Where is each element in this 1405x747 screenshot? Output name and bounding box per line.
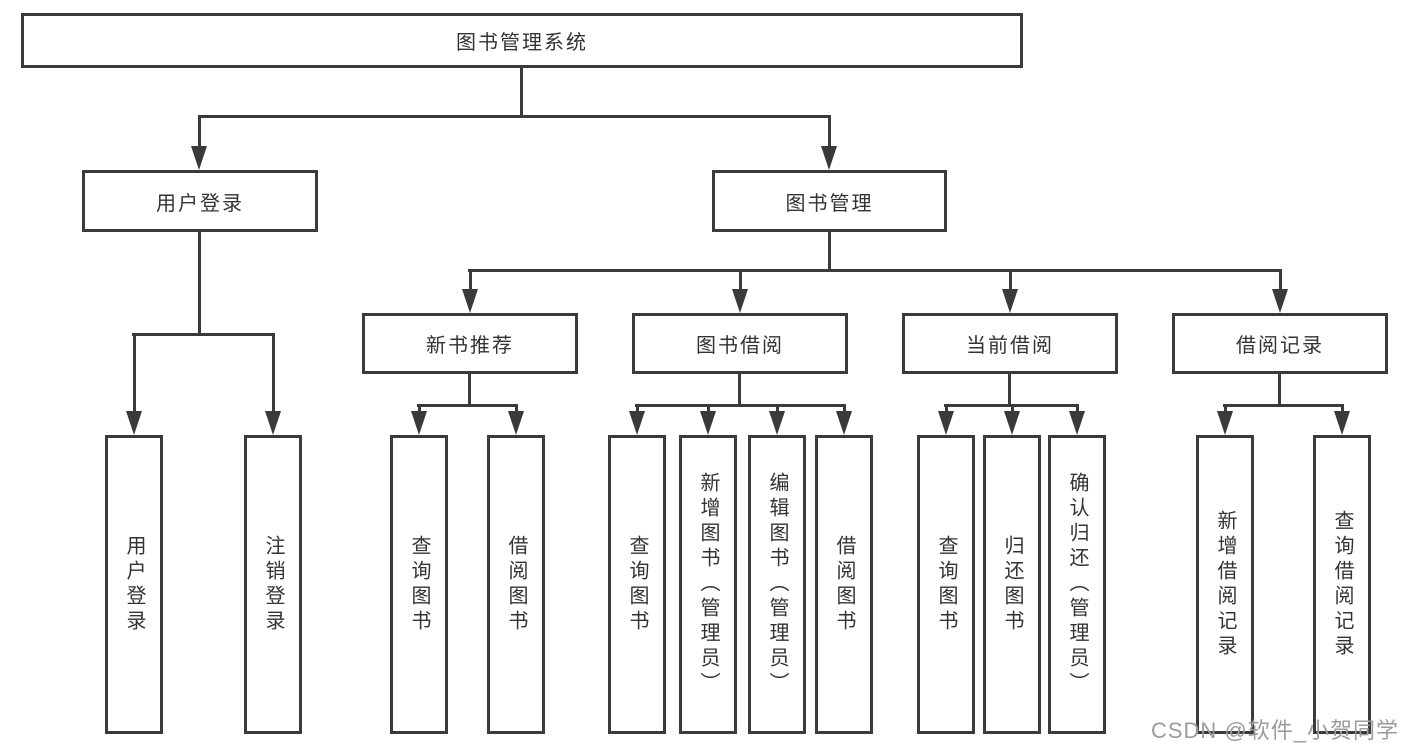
arrow-down-icon <box>836 406 853 435</box>
leaf-add-borrow-record: 新增借阅记录 <box>1196 435 1254 734</box>
connector-line <box>635 404 846 407</box>
leaf-query-borrow-record: 查询借阅记录 <box>1313 435 1371 734</box>
arrow-down-icon <box>191 117 208 170</box>
leaf-add-book-admin: 新增图书（管理员） <box>679 435 737 734</box>
node-user-login-label: 用户登录 <box>156 192 244 215</box>
arrow-down-icon <box>1272 271 1289 313</box>
arrow-down-icon <box>629 406 646 435</box>
leaf-edit-book-admin: 编辑图书（管理员） <box>748 435 806 734</box>
node-root: 图书管理系统 <box>21 13 1023 68</box>
leaf-label: 查询借阅记录 <box>1331 509 1353 660</box>
connector-line <box>1223 404 1344 407</box>
arrow-down-icon <box>1069 406 1086 435</box>
leaf-label: 借阅图书 <box>833 534 855 635</box>
watermark: CSDN @软件_小贺同学 <box>1150 718 1399 743</box>
connector-line <box>198 232 201 335</box>
leaf-return-books: 归还图书 <box>983 435 1041 734</box>
leaf-label: 新增图书（管理员） <box>697 472 719 697</box>
leaf-user-login: 用户登录 <box>105 435 163 734</box>
arrow-down-icon <box>1334 406 1351 435</box>
node-new-book-recommend: 新书推荐 <box>362 313 578 374</box>
arrow-down-icon <box>462 271 479 313</box>
leaf-label: 注销登录 <box>262 534 284 635</box>
leaf-label: 编辑图书（管理员） <box>766 472 788 697</box>
connector-line <box>468 269 1282 272</box>
connector-line <box>132 333 275 336</box>
node-user-login: 用户登录 <box>82 170 318 232</box>
arrow-down-icon <box>265 335 282 435</box>
leaf-query-books-recommend: 查询图书 <box>390 435 448 734</box>
node-book-borrow: 图书借阅 <box>632 313 848 374</box>
connector-line <box>468 374 471 406</box>
arrow-down-icon <box>938 406 955 435</box>
arrow-down-icon <box>821 117 838 170</box>
node-current-borrow: 当前借阅 <box>902 313 1118 374</box>
node-book-borrow-label: 图书借阅 <box>696 335 784 357</box>
connector-line <box>1008 374 1011 406</box>
arrow-down-icon <box>126 335 143 435</box>
node-book-management: 图书管理 <box>712 170 947 232</box>
connector-line <box>828 232 831 271</box>
arrow-down-icon <box>732 271 749 313</box>
arrow-down-icon <box>411 406 428 435</box>
arrow-down-icon <box>1217 406 1234 435</box>
connector-line <box>1278 374 1281 406</box>
arrow-down-icon <box>769 406 786 435</box>
leaf-query-books-borrow: 查询图书 <box>608 435 666 734</box>
leaf-query-books-current: 查询图书 <box>917 435 975 734</box>
leaf-label: 查询图书 <box>626 534 648 635</box>
leaf-label: 用户登录 <box>123 534 145 635</box>
leaf-label: 查询图书 <box>935 534 957 635</box>
arrow-down-icon <box>1004 406 1021 435</box>
connector-line <box>520 68 523 117</box>
leaf-label: 归还图书 <box>1001 534 1023 635</box>
leaf-label: 确认归还（管理员） <box>1066 472 1088 697</box>
node-root-label: 图书管理系统 <box>456 32 588 54</box>
leaf-borrow-books: 借阅图书 <box>815 435 873 734</box>
connector-line <box>198 115 831 118</box>
connector-line <box>738 374 741 406</box>
node-borrow-records-label: 借阅记录 <box>1236 335 1324 357</box>
leaf-logout: 注销登录 <box>244 435 302 734</box>
connector-line <box>417 404 518 407</box>
arrow-down-icon <box>700 406 717 435</box>
arrow-down-icon <box>508 406 525 435</box>
node-borrow-records: 借阅记录 <box>1172 313 1388 374</box>
leaf-label: 新增借阅记录 <box>1214 509 1236 660</box>
node-new-book-recommend-label: 新书推荐 <box>426 335 514 357</box>
node-current-borrow-label: 当前借阅 <box>966 335 1054 357</box>
leaf-confirm-return-admin: 确认归还（管理员） <box>1048 435 1106 734</box>
leaf-label: 查询图书 <box>408 534 430 635</box>
connector-line <box>944 404 1079 407</box>
leaf-borrow-books-recommend: 借阅图书 <box>487 435 545 734</box>
arrow-down-icon <box>1002 271 1019 313</box>
leaf-label: 借阅图书 <box>505 534 527 635</box>
node-book-management-label: 图书管理 <box>785 192 874 215</box>
